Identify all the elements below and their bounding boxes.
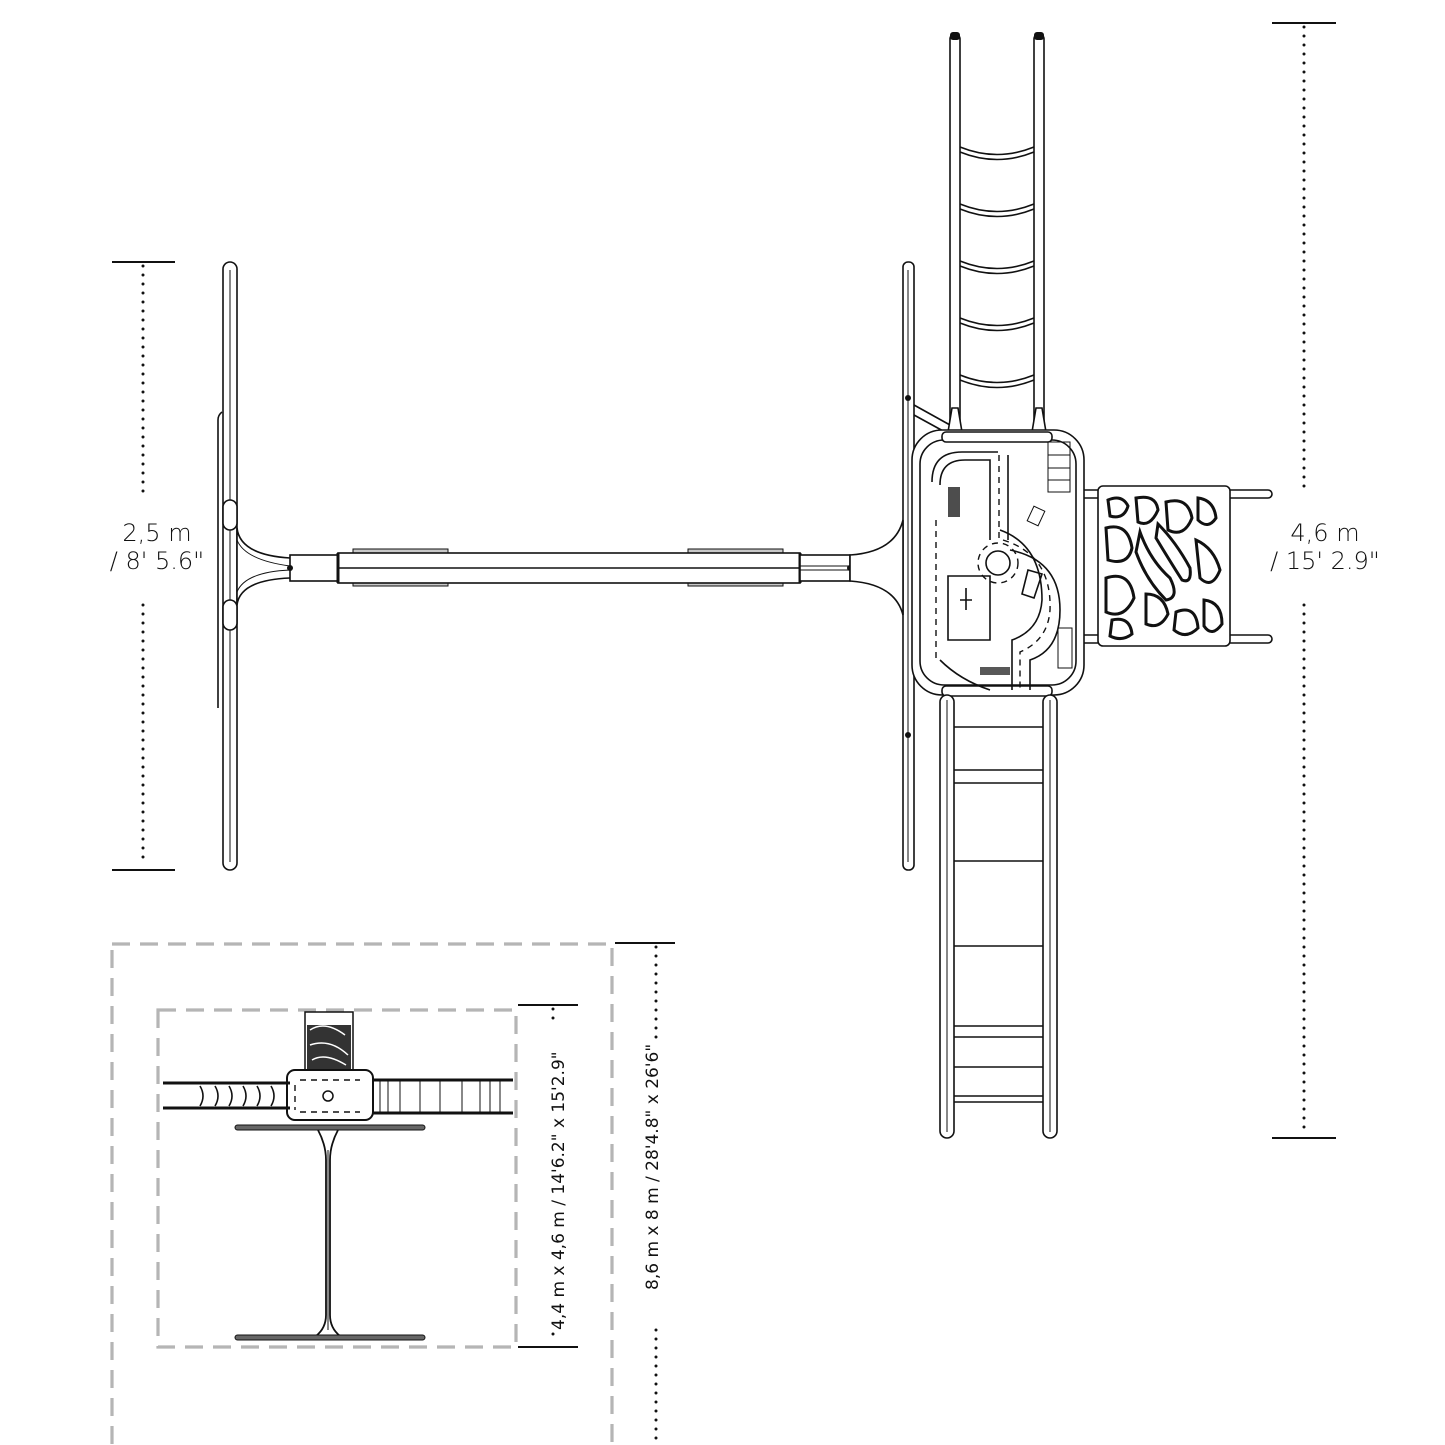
swing-width-imperial: / 8' 5.6" — [109, 546, 205, 575]
dimension-swing-width — [112, 261, 175, 871]
deck-details — [948, 441, 1073, 675]
play-deck — [911, 429, 1085, 697]
ladder-rungs-curved — [959, 146, 1035, 389]
swing-right-aframe — [849, 261, 951, 871]
inset-overview — [110, 942, 675, 1445]
swing-beam — [287, 548, 853, 587]
climbing-holds — [1104, 495, 1224, 641]
straight-ladder-bottom — [939, 694, 1058, 1139]
tower-length-metric: 4,6 m — [1290, 519, 1360, 547]
dimension-tower-length — [1272, 22, 1336, 1139]
tower-length-label: 4,6 m / 15' 2.9" — [1250, 519, 1400, 575]
swing-width-metric: 2,5 m — [122, 519, 192, 547]
safety-zone-outer — [110, 942, 614, 1445]
safety-zone-dimension-label: 8,6 m x 8 m / 28'4.8" x 26'6" — [643, 1043, 663, 1290]
rock-climbing-wall — [1084, 485, 1273, 647]
road-map — [931, 451, 1061, 691]
curved-ladder-top — [947, 32, 1047, 433]
footprint-zone-inner — [156, 1008, 518, 1349]
swing-width-label: 2,5 m / 8' 5.6" — [92, 519, 222, 575]
tower-length-imperial: / 15' 2.9" — [1270, 546, 1380, 575]
footprint-dimension-label: 4,4 m x 4,6 m / 14'6.2" x 15'2.9" — [549, 1051, 569, 1330]
mini-playset — [163, 1011, 513, 1341]
ladder-rungs-straight — [954, 726, 1043, 1103]
